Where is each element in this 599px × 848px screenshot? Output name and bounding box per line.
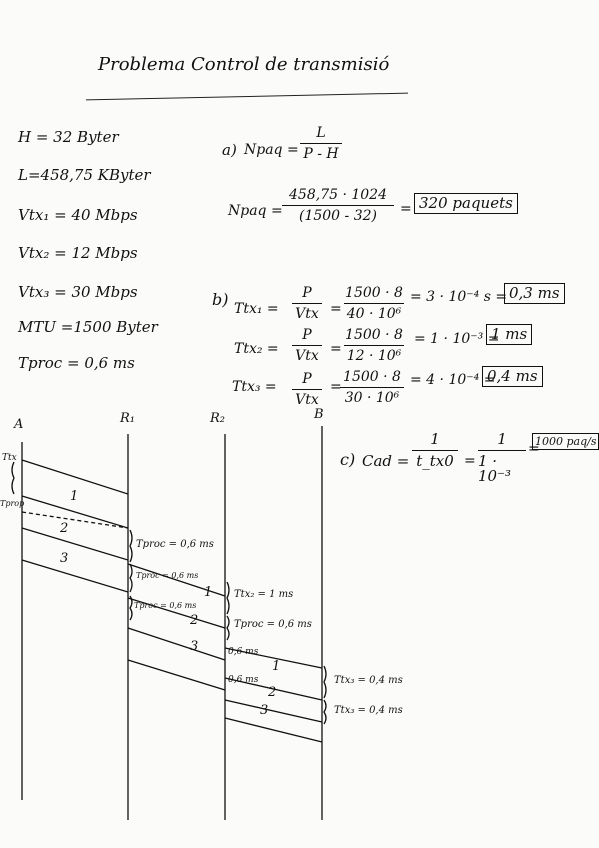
part-b-row2-lhs: Ttx₂ = — [234, 341, 279, 357]
given-vtx2: Vtx₂ = 12 Mbps — [18, 244, 138, 262]
r2-short-label-2: 0,6 ms — [228, 675, 259, 685]
given-vtx3: Vtx₃ = 30 Mbps — [18, 283, 138, 301]
given-mtu: MTU =1500 Byter — [18, 318, 158, 336]
part-b-label: b) — [212, 290, 229, 309]
packet-2-a: 2 — [60, 521, 69, 536]
part-b-row1-lhs: Ttx₁ = — [234, 301, 279, 317]
part-a-frac1: L P - H — [300, 126, 342, 161]
packet-3-a: 3 — [60, 551, 69, 566]
r2-short-label-1: 0,6 ms — [228, 647, 259, 657]
node-b: B — [314, 407, 324, 422]
part-a-eq: = — [400, 201, 412, 217]
part-a-frac2: 458,75 · 1024 (1500 - 32) — [282, 188, 394, 223]
node-r2: R₂ — [210, 411, 225, 426]
b-ttx-label-2: Ttx₃ = 0,4 ms — [334, 705, 403, 716]
part-a-label: a) — [222, 141, 237, 159]
packet-1-r1: 1 — [204, 585, 213, 600]
part-b-row1-result: 0,3 ms — [504, 283, 565, 304]
r2-ttx-label: Ttx₂ = 1 ms — [234, 589, 294, 600]
node-r1: R₁ — [120, 411, 135, 426]
left-ttx-label: Ttx — [2, 453, 17, 463]
part-a-den1: P - H — [303, 146, 339, 162]
b-ttx-label-1: Ttx₃ = 0,4 ms — [334, 675, 403, 686]
part-b-row3-result: 0,4 ms — [482, 366, 543, 387]
node-a: A — [14, 417, 24, 432]
packet-3-r1: 3 — [190, 639, 199, 654]
packet-3-r2: 3 — [260, 703, 269, 718]
part-a-lhs2: Npaq = — [228, 203, 283, 219]
packet-2-r2: 2 — [268, 685, 277, 700]
part-c-lhs: Cad = — [362, 452, 410, 470]
part-a-num2: 458,75 · 1024 — [289, 187, 387, 203]
part-c-label: c) — [340, 450, 356, 469]
page-title: Problema Control de transmisió — [98, 54, 390, 75]
r1-proc-label-3: Tproc = 0,6 ms — [134, 601, 197, 610]
r1-proc-label: Tproc = 0,6 ms — [136, 539, 214, 550]
given-h: H = 32 Byter — [18, 128, 119, 146]
part-b-row3-lhs: Ttx₃ = — [232, 379, 277, 395]
part-a-num1: L — [316, 125, 326, 141]
left-tprop-label: Tprop — [0, 499, 25, 508]
packet-1-r2: 1 — [272, 659, 281, 674]
part-b-row3-mid: = 4 · 10⁻⁴ = — [410, 372, 496, 388]
part-b-row2-mid: = 1 · 10⁻³ = — [414, 331, 500, 347]
given-vtx1: Vtx₁ = 40 Mbps — [18, 206, 138, 224]
given-l: L=458,75 KByter — [18, 166, 151, 184]
r1-proc-label-2: Tproc = 0,6 ms — [136, 571, 199, 580]
part-b-row2-result: 1 ms — [486, 324, 533, 345]
packet-2-r1: 2 — [190, 613, 199, 628]
part-b-row1-mid: = 3 · 10⁻⁴ s = — [410, 289, 508, 305]
part-a-den2: (1500 - 32) — [299, 208, 377, 224]
r2-proc-label: Tproc = 0,6 ms — [234, 619, 312, 630]
given-tproc: Tproc = 0,6 ms — [18, 354, 135, 372]
part-a-result: 320 paquets — [414, 193, 518, 214]
part-a-lhs1: Npaq = — [244, 142, 299, 158]
packet-1-a: 1 — [70, 489, 79, 504]
